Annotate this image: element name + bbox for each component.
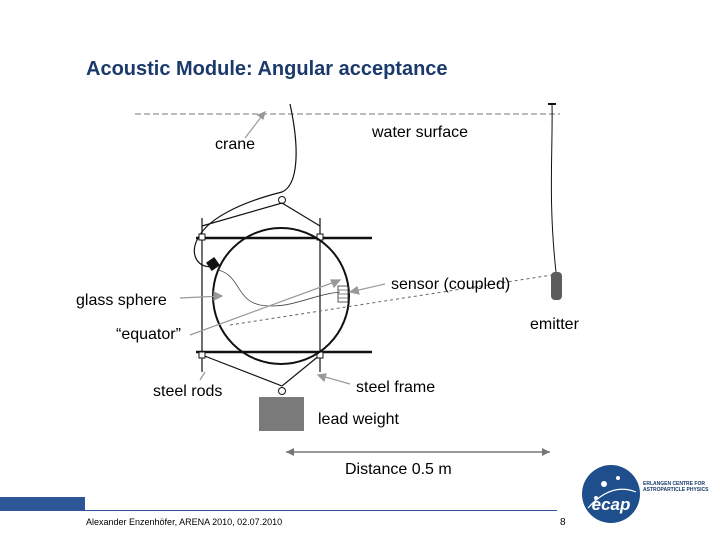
arrow-steel-rods bbox=[199, 371, 206, 381]
svg-text:ecap: ecap bbox=[592, 495, 631, 514]
footer-line bbox=[85, 510, 557, 511]
internal-cable bbox=[217, 269, 341, 307]
footer-author: Alexander Enzenhöfer, ARENA 2010, 02.07.… bbox=[86, 517, 283, 527]
label-equator: “equator” bbox=[116, 326, 181, 343]
bottom-hook bbox=[278, 387, 286, 395]
logo-text: ERLANGEN CENTRE FOR ASTROPARTICLE PHYSIC… bbox=[643, 481, 709, 493]
crane-cable bbox=[193, 103, 297, 268]
footer-bar bbox=[0, 497, 85, 511]
label-emitter: emitter bbox=[530, 316, 579, 333]
label-lead-weight: lead weight bbox=[318, 411, 399, 428]
bottom-rope bbox=[201, 354, 321, 387]
emitter bbox=[551, 272, 562, 300]
clamp-tl bbox=[198, 233, 206, 241]
label-glass-sphere: glass sphere bbox=[76, 292, 167, 309]
label-sensor: sensor (coupled) bbox=[391, 276, 511, 293]
label-distance: Distance 0.5 m bbox=[345, 461, 452, 478]
label-crane: crane bbox=[215, 136, 256, 153]
label-steel-rods: steel rods bbox=[153, 383, 223, 400]
sensor-emitter-line bbox=[229, 274, 553, 326]
connector bbox=[206, 257, 220, 271]
emitter-cable bbox=[550, 103, 557, 273]
slide-title: Acoustic Module: Angular acceptance bbox=[86, 58, 448, 80]
glass-sphere bbox=[212, 227, 350, 365]
page-number: 8 bbox=[560, 517, 566, 528]
arrow-equator bbox=[189, 279, 341, 336]
label-steel-frame: steel frame bbox=[356, 379, 436, 396]
ecap-logo: ecap bbox=[582, 465, 640, 523]
clamp-bl bbox=[198, 351, 206, 359]
top-rope bbox=[201, 202, 321, 227]
label-water-surface: water surface bbox=[372, 124, 469, 141]
lead-weight bbox=[259, 397, 304, 431]
